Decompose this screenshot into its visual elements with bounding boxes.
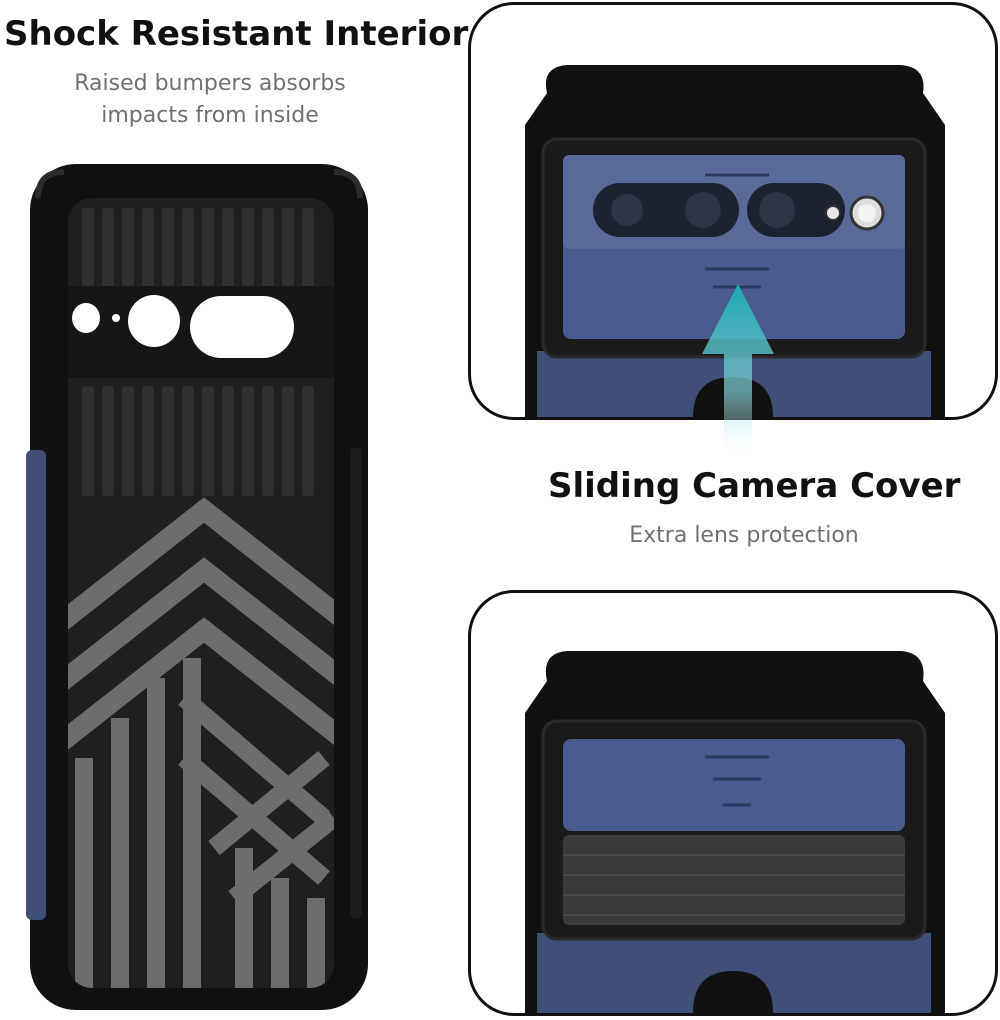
shock-subtitle-line1: Raised bumpers absorbs — [74, 71, 346, 96]
sliding-camera-subtitle: Extra lens protection — [629, 523, 859, 548]
camera-cover-closed-panel — [468, 590, 998, 1016]
case-interior-illustration — [24, 158, 374, 1014]
shock-subtitle-line2: impacts from inside — [101, 103, 319, 128]
sliding-camera-title: Sliding Camera Cover — [548, 466, 961, 506]
shock-resistant-subtitle: Raised bumpers absorbs impacts from insi… — [40, 68, 380, 132]
up-arrow-icon — [698, 280, 778, 460]
shock-resistant-title: Shock Resistant Interior — [4, 14, 469, 54]
